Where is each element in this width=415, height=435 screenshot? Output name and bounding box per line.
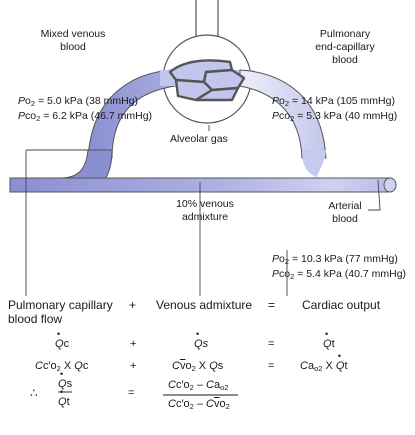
end-capillary-pco2: Pco2 = 5.3 kPa (40 mmHg) (272, 110, 398, 123)
shunt-fraction-denominator: Qt (58, 387, 70, 408)
shunt-equation-denominator: Cc′o2 – Cvo2 (168, 398, 230, 411)
equals-3: = (268, 360, 275, 372)
arterial-pco2: Pco2 = 5.4 kPa (40.7 mmHg) (272, 268, 407, 281)
arterial-o2-content-term: Cao2 X Qt (300, 351, 348, 373)
mixed-venous-pco2: Pco2 = 6.2 kPa (46.7 mmHg) (18, 110, 153, 123)
therefore-symbol: ∴ (30, 386, 38, 400)
venous-o2-content-term: Cvo2 X Qs (172, 360, 224, 373)
shunt-equation-numerator: Cc′o2 – Cao2 (168, 379, 229, 392)
plus-1: + (129, 298, 137, 312)
shunt-fraction-numerator: Qs (58, 369, 72, 390)
qs-symbol: Qs (194, 329, 208, 350)
equals-2: = (268, 338, 275, 350)
alveolar-flow-marks (168, 59, 246, 102)
mixed-venous-po2: Po2 = 5.0 kPa (38 mmHg) (18, 95, 139, 108)
equals-1: = (268, 298, 276, 312)
venous-admixture-heading: Venous admixture (156, 298, 253, 312)
end-capillary-label: Pulmonary end-capillary blood (315, 28, 375, 66)
end-capillary-po2: Po2 = 14 kPa (105 mmHg) (272, 95, 395, 108)
plus-2: + (130, 338, 137, 350)
plus-3: + (130, 360, 137, 372)
qc-symbol: Qc (55, 329, 69, 350)
qt-symbol: Qt (323, 329, 335, 350)
capillary-o2-content-term: Cc′o2 X Qc (35, 360, 89, 373)
end-capillary (239, 69, 327, 159)
cardiac-output-heading: Cardiac output (302, 298, 381, 312)
vessel-end (383, 177, 397, 193)
equals-4: = (128, 387, 135, 399)
arterial-po2: Po2 = 10.3 kPa (77 mmHg) (272, 253, 398, 266)
alveolar-gas-label: Alveolar gas (170, 133, 228, 145)
airway (195, 0, 219, 38)
